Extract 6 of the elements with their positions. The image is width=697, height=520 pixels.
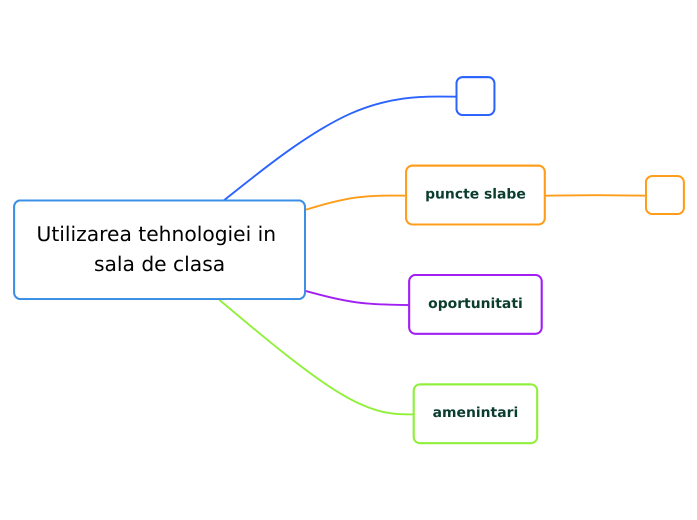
connector	[222, 96, 457, 202]
connector	[218, 298, 414, 416]
mind-map-diagram: Utilizarea tehnologiei in sala de clasa puncte slabe oportunitati amenintari	[4, 66, 694, 454]
connector	[544, 194, 646, 196]
connector	[304, 290, 410, 306]
connector	[304, 194, 406, 211]
